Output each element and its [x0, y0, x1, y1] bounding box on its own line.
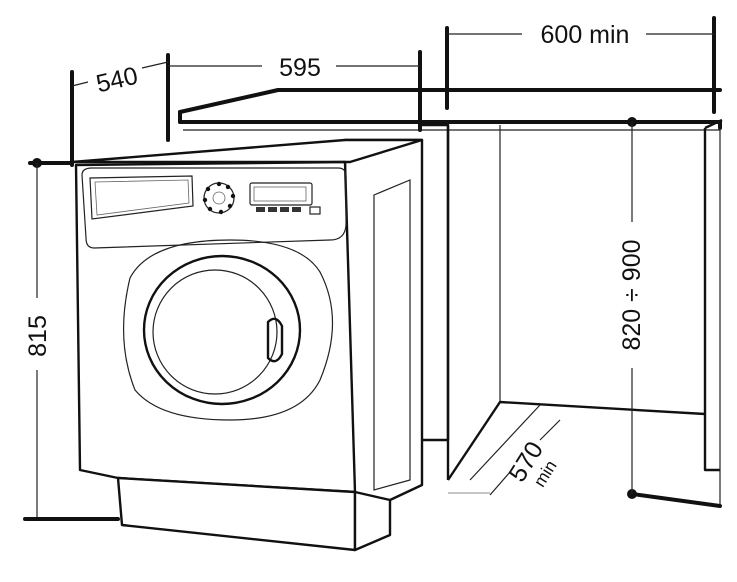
floor-line-right — [630, 492, 722, 508]
depth-dimension-label: 540 — [94, 62, 141, 99]
machine-front — [74, 160, 357, 494]
machine-plinth — [116, 476, 357, 552]
depth-dim-line — [71, 61, 169, 87]
countertop-back-edge — [178, 88, 722, 114]
cabinet-right-panel — [703, 128, 720, 472]
countertop-slab — [178, 120, 722, 130]
machine-side-panel — [373, 179, 411, 491]
clearance-label-group: 570 min — [503, 437, 560, 491]
cabinet — [178, 88, 723, 508]
washing-machine — [70, 138, 424, 552]
clearance-dim-line — [489, 419, 561, 496]
niche-width-dimension-label: 600 min — [541, 21, 630, 49]
display-panel — [249, 182, 321, 215]
machine-plinth-side — [353, 490, 392, 552]
door-outer-ring — [142, 254, 302, 406]
cabinet-right-panel-top — [704, 118, 723, 130]
door-handle — [266, 317, 284, 363]
control-panel — [81, 167, 347, 249]
width-dimension-label: 595 — [279, 54, 321, 82]
counter-height-dimension-label: 820 ÷ 900 — [618, 239, 646, 350]
detergent-drawer-inner — [94, 179, 190, 216]
niche-floor-edge — [469, 404, 541, 481]
door-glass — [152, 269, 278, 395]
height-dimension-label: 815 — [24, 315, 52, 357]
door-frame — [122, 239, 333, 421]
niche-floor — [447, 400, 706, 481]
detergent-drawer — [89, 175, 194, 220]
cabinet-side-panel — [422, 123, 450, 442]
program-knob — [202, 181, 236, 215]
